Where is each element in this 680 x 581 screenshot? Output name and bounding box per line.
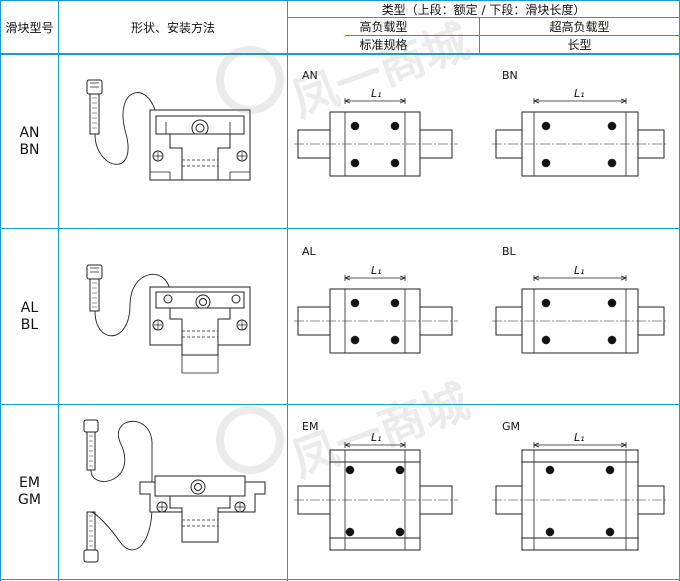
row2-right-variant-label: BL [502,245,516,258]
header-type-ultra-load: 超高负载型 [549,20,610,34]
row2-model: AL BL [1,229,58,404]
row3-left-variant-label: EM [302,420,319,433]
row3-left-topview-drawing: L₁ [294,431,458,551]
header-method: 形状、安装方法 [130,20,215,35]
row3-model-line1: EM [19,475,40,491]
header-type-standard: 标准规格 [359,38,408,52]
header-model: 滑块型号 [5,20,54,35]
header-bottom-border [0,53,680,55]
row2-left-dimension: L₁ [371,264,382,277]
row2-right-dimension: L₁ [574,264,585,277]
row3-right-dimension: L₁ [574,431,585,444]
row2-model-line2: BL [20,316,39,333]
row2-right-topview-drawing: L₁ [492,264,668,354]
row2-left-variant-label: AL [302,245,316,258]
col-divider-3 [287,0,288,581]
row2-bottom-border [0,404,680,405]
row1-left-dimension: L₁ [371,87,382,100]
header-mid-line [287,17,680,18]
row3-installation-drawing [83,419,266,563]
col-divider-2 [58,0,59,581]
col-divider-header [479,17,480,53]
row3-left-dimension: L₁ [371,431,382,444]
row3-model-line2: GM [18,492,41,508]
row1-right-dimension: L₁ [574,87,585,100]
row1-model: AN BN [1,55,58,228]
row1-left-variant-label: AN [302,69,318,82]
header-type-title: 类型（上段：额定 / 下段：滑块长度） [381,2,586,17]
row1-model-line1: AN [19,124,40,141]
header-type-high-load: 高负载型 [359,20,408,34]
row1-right-topview-drawing: L₁ [492,87,668,177]
header-type-long: 长型 [567,38,592,52]
row1-model-line2: BN [19,141,40,158]
row3-right-topview-drawing: L₁ [492,431,668,551]
table-top-border [0,0,680,1]
row1-bottom-border [0,228,680,229]
row2-installation-drawing [86,264,251,374]
row3-right-variant-label: GM [502,420,521,433]
row2-model-line1: AL [20,299,39,316]
table-bottom-border [0,579,680,580]
row1-right-variant-label: BN [502,69,518,82]
row3-model: EM GM [1,405,58,579]
row1-left-topview-drawing: L₁ [294,87,458,177]
row1-installation-drawing [86,79,251,181]
row2-left-topview-drawing: L₁ [294,264,458,354]
col-divider-1 [0,0,1,581]
header-sub-line [345,35,680,36]
